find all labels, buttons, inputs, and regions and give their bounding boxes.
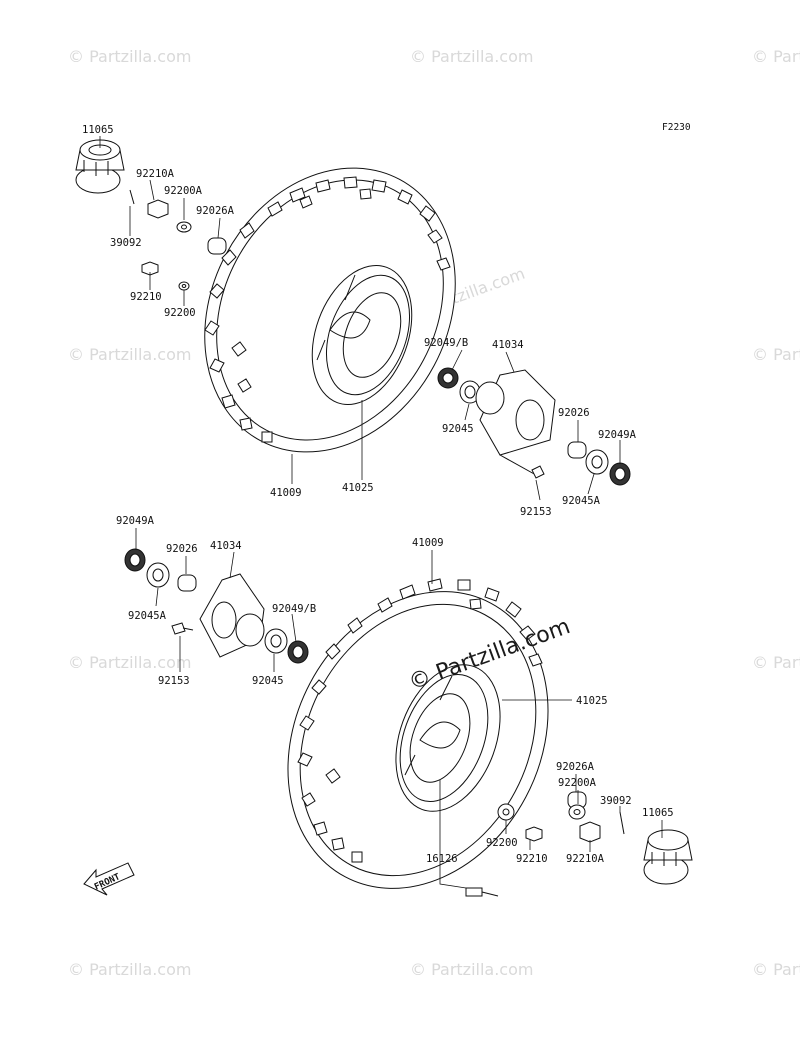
label-41009: 41009 (412, 537, 444, 549)
bottom-cotter-pin-39092 (619, 811, 625, 835)
label-11065: 11065 (642, 807, 674, 819)
label-92045a: 92045A (128, 610, 167, 622)
label-41034: 41034 (492, 339, 524, 351)
bottom-collar-92026 (177, 574, 197, 592)
front-arrow: FRONT (83, 862, 135, 896)
label-92210: 92210 (516, 853, 548, 865)
bottom-castle-nut-92210a (579, 821, 601, 843)
label-92200a: 92200A (164, 185, 203, 197)
top-hub-cap-11065 (75, 139, 125, 194)
watermark: © Partzilla.com (410, 960, 533, 979)
tread-blocks (297, 578, 543, 863)
top-collar-92026 (567, 441, 587, 459)
top-wheel-41025 (311, 265, 413, 405)
label-41009: 41009 (270, 487, 302, 499)
bottom-washer-92200 (497, 803, 515, 821)
top-washer-92200 (178, 281, 190, 291)
figure-code: F2230 (662, 122, 691, 133)
watermark: © Partzilla.com (410, 47, 533, 66)
label-92200: 92200 (486, 837, 518, 849)
label-92026a: 92026A (556, 761, 595, 773)
part-labels-bottom: 92049A 92026 41034 92045A 92049/B 92153 … (116, 515, 674, 865)
bottom-bearing-92045 (264, 628, 288, 654)
watermark: © Partzilla.com (68, 47, 191, 66)
label-92026: 92026 (166, 543, 198, 555)
label-92153: 92153 (520, 506, 552, 518)
label-16126: 16126 (426, 853, 458, 865)
label-92049b: 92049/B (272, 603, 316, 615)
label-92210a: 92210A (136, 168, 175, 180)
top-bolt-92153 (499, 454, 545, 479)
top-castle-nut-92210a (147, 199, 169, 219)
bottom-bearing-92049b (287, 640, 309, 664)
top-hub-41034 (475, 369, 556, 456)
bottom-hub-41034 (199, 573, 265, 658)
label-92045a: 92045A (562, 495, 601, 507)
top-bearing-92049a (609, 462, 631, 486)
bottom-valve-16126 (465, 887, 499, 897)
label-92210a: 92210A (566, 853, 605, 865)
leader-lines (99, 136, 663, 889)
bottom-bearing-92049a (124, 548, 146, 572)
part-labels-top: 11065 92210A 92200A 92026A 39092 92210 9… (82, 124, 637, 518)
label-92153: 92153 (158, 675, 190, 687)
watermark-group: © Partzilla.com © Partzilla.com © Partzi… (68, 47, 800, 979)
label-41034: 41034 (210, 540, 242, 552)
label-92045: 92045 (252, 675, 284, 687)
watermark: © Partzilla.com (68, 653, 191, 672)
label-39092: 39092 (600, 795, 632, 807)
label-39092: 39092 (110, 237, 142, 249)
watermark: © Partzilla.com (68, 345, 191, 364)
bottom-washer-92200a (568, 804, 586, 820)
watermark: © Partzilla.com (752, 653, 800, 672)
label-41025: 41025 (576, 695, 608, 707)
label-11065: 11065 (82, 124, 114, 136)
label-92045: 92045 (442, 423, 474, 435)
label-41025: 41025 (342, 482, 374, 494)
top-nut-92210 (141, 261, 159, 276)
bottom-hub-cap-11065 (643, 829, 693, 885)
top-collar-92026a (207, 237, 227, 255)
top-cotter-pin-39092 (129, 189, 135, 205)
label-92210: 92210 (130, 291, 162, 303)
top-washer-92200a (176, 221, 192, 233)
bottom-bolt-92153 (171, 622, 194, 635)
label-92049a: 92049A (116, 515, 155, 527)
watermark: © Partzilla.com (68, 960, 191, 979)
label-92200: 92200 (164, 307, 196, 319)
label-92026: 92026 (558, 407, 590, 419)
bottom-bearing-92045a (146, 562, 170, 588)
bottom-nut-92210 (525, 826, 543, 842)
tread-blocks (204, 176, 451, 443)
watermark: © Partzilla.com (752, 47, 800, 66)
bottom-wheel-41025 (395, 664, 501, 812)
label-92026a: 92026A (196, 205, 235, 217)
top-bearing-92045a (585, 449, 609, 475)
watermark: © Partzilla.com (752, 960, 800, 979)
label-92049b: 92049/B (424, 337, 468, 349)
label-92200a: 92200A (558, 777, 597, 789)
watermark: © Partzilla.com (752, 345, 800, 364)
label-92049a: 92049A (598, 429, 637, 441)
top-bearing-92049b (437, 367, 459, 389)
